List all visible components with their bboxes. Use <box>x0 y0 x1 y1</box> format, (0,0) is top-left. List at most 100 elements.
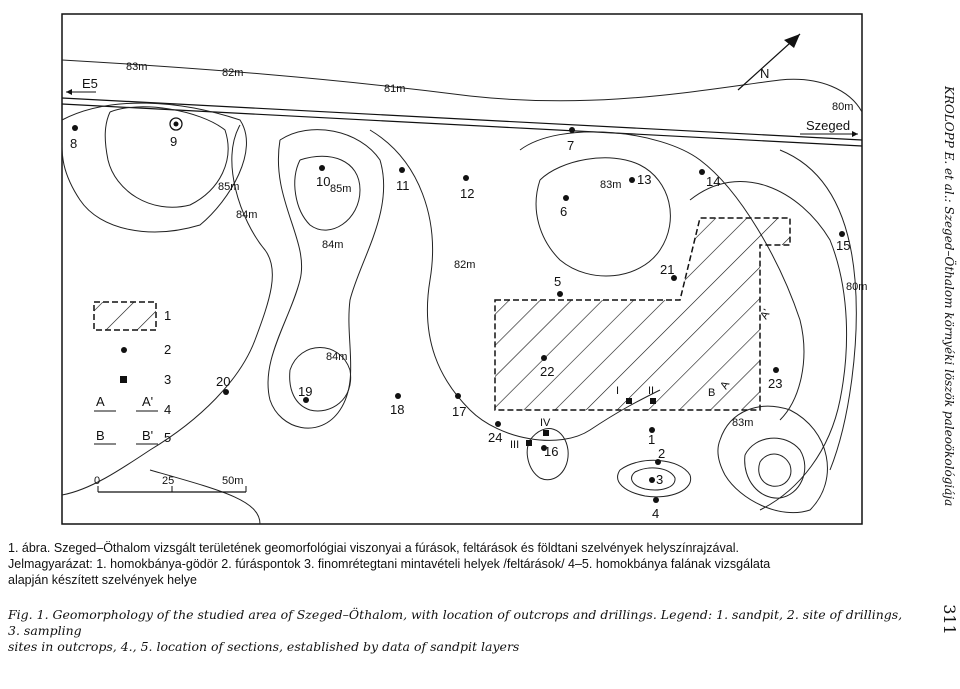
point-label: 18 <box>390 402 404 417</box>
contour-label: 84m <box>326 351 347 363</box>
caption-hu-line-1: 1. ábra. Szeged–Öthalom vizsgált terület… <box>8 541 739 555</box>
drilling-point <box>569 127 575 133</box>
legend-number: 3 <box>164 372 171 387</box>
outcrop-label: II <box>648 385 654 397</box>
contour-label: 83m <box>126 61 147 73</box>
contour-label: 82m <box>454 259 475 271</box>
drilling-point <box>541 355 547 361</box>
contour-label: 81m <box>384 83 405 95</box>
section-label: B <box>708 387 715 399</box>
scale-bar: 0 25 50m <box>94 475 247 493</box>
point-label: 15 <box>836 238 850 253</box>
contour-lines <box>61 59 863 525</box>
contour-label: 80m <box>832 101 853 113</box>
caption-en-line-2: sites in outcrops, 4., 5. location of se… <box>8 639 520 654</box>
contour-label: 83m <box>732 417 753 429</box>
drilling-point <box>319 165 325 171</box>
drilling-point <box>463 175 469 181</box>
drilling-point <box>455 393 461 399</box>
point-label: 7 <box>567 138 574 153</box>
point-label: 13 <box>637 172 651 187</box>
point-label: 24 <box>488 430 502 445</box>
point-label: 23 <box>768 376 782 391</box>
point-label: 19 <box>298 384 312 399</box>
contour-labels: 83m 82m 81m 80m 85m 84m 85m 84m 84m 82m … <box>126 61 867 429</box>
legend-number: 5 <box>164 430 171 445</box>
drilling-point <box>649 427 655 433</box>
road-label-east: Szeged <box>806 118 850 133</box>
contour-label: 84m <box>236 209 257 221</box>
point-label: 17 <box>452 404 466 419</box>
scale-label: 50m <box>222 475 243 487</box>
point-label: 8 <box>70 136 77 151</box>
contour-label: 85m <box>330 183 351 195</box>
drilling-point <box>839 231 845 237</box>
legend-sandpit-symbol <box>93 301 157 331</box>
contour-label: 84m <box>322 239 343 251</box>
drilling-point <box>223 389 229 395</box>
running-header: KROLOPP E. et al.: Szeged–Öthalom környé… <box>942 86 956 507</box>
drilling-point <box>557 291 563 297</box>
outcrop-marker <box>526 440 532 446</box>
map-frame <box>61 13 863 525</box>
point-label: 4 <box>652 506 659 521</box>
contour-label: 80m <box>846 281 867 293</box>
drilling-point <box>563 195 569 201</box>
contour-label: 85m <box>218 181 239 193</box>
drilling-point <box>169 117 183 131</box>
point-label: 21 <box>660 262 674 277</box>
point-label: 6 <box>560 204 567 219</box>
drilling-point <box>699 169 705 175</box>
drilling-point <box>649 477 655 483</box>
legend-number: 2 <box>164 342 171 357</box>
caption-hungarian: 1. ábra. Szeged–Öthalom vizsgált terület… <box>8 540 913 588</box>
point-label: 10 <box>316 174 330 189</box>
drilling-point <box>495 421 501 427</box>
outcrop-label: III <box>510 439 519 451</box>
sandpit <box>494 217 791 411</box>
caption-hu-line-3: alapján készített szelvények helye <box>8 573 197 587</box>
drilling-point <box>773 367 779 373</box>
drilling-point <box>395 393 401 399</box>
point-label: 2 <box>658 446 665 461</box>
page-number: 311 <box>939 604 959 635</box>
outcrop-label: IV <box>540 417 551 429</box>
geomorphology-map: E5 Szeged 83m 82m 81m 80m 85m 84m 85m 84… <box>61 13 867 525</box>
drilling-point <box>655 459 661 465</box>
outcrop-marker <box>626 398 632 404</box>
legend-sampling-symbol <box>120 376 127 383</box>
legend-section-b-prime: B' <box>142 428 153 443</box>
legend: 1 2 3 A A' 4 B B' 5 <box>93 301 171 445</box>
drilling-point <box>671 275 677 281</box>
outcrops: I II III IV <box>510 385 656 451</box>
drilling-point <box>72 125 78 131</box>
contour-label: 82m <box>222 67 243 79</box>
drilling-point <box>629 177 635 183</box>
outcrop-label: I <box>616 385 619 397</box>
point-label: 3 <box>656 472 663 487</box>
drilling-point <box>541 445 547 451</box>
outcrop-marker <box>650 398 656 404</box>
point-label: 16 <box>544 444 558 459</box>
drilling-labels: 8 9 10 11 12 7 13 14 6 15 21 5 22 23 20 … <box>70 134 850 521</box>
point-label: 9 <box>170 134 177 149</box>
legend-drilling-symbol <box>121 347 127 353</box>
road <box>61 89 863 147</box>
outcrop-marker <box>543 430 549 436</box>
drilling-point <box>399 167 405 173</box>
caption-hu-line-2: Jelmagyarázat: 1. homokbánya-gödör 2. fú… <box>8 557 771 571</box>
point-label: 12 <box>460 186 474 201</box>
legend-section-b: B <box>96 428 105 443</box>
legend-number: 4 <box>164 402 171 417</box>
drilling-point <box>653 497 659 503</box>
north-arrow-icon: N <box>737 33 801 91</box>
north-label: N <box>760 66 769 81</box>
drilling-points <box>72 117 845 503</box>
point-label: 22 <box>540 364 554 379</box>
legend-section-a: A <box>96 394 105 409</box>
road-label-west: E5 <box>82 76 98 91</box>
drilling-point <box>303 397 309 403</box>
point-label: 11 <box>396 178 410 193</box>
caption-en-line-1: Fig. 1. Geomorphology of the studied are… <box>8 607 903 638</box>
point-label: 14 <box>706 174 720 189</box>
